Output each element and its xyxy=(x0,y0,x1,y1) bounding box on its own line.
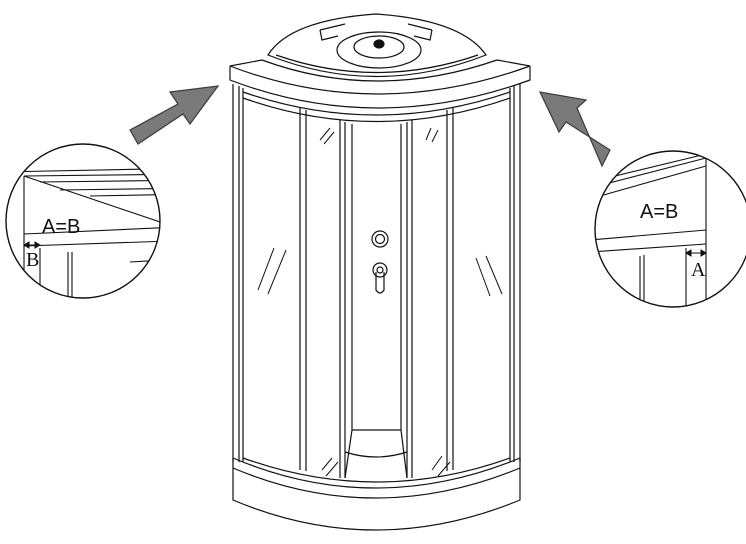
shower-tray xyxy=(232,457,521,531)
shower-controls xyxy=(371,230,389,294)
right-glass-panel xyxy=(446,108,454,471)
left-dimension-arrow xyxy=(23,241,41,249)
left-dimension-label: B xyxy=(26,249,39,271)
roof-vent xyxy=(336,31,422,69)
right-detail-callout xyxy=(594,150,746,308)
right-indicator-arrow xyxy=(538,91,611,168)
right-frame-post xyxy=(509,84,521,462)
shower-cabin xyxy=(229,13,531,531)
right-equation-label: A=B xyxy=(640,201,678,223)
left-equation-label: A=B xyxy=(42,216,80,238)
glass-reflections xyxy=(257,127,503,477)
right-sliding-door xyxy=(406,120,413,478)
left-sliding-door xyxy=(339,120,346,478)
left-detail-callout xyxy=(5,143,161,299)
left-glass-panel xyxy=(299,108,307,471)
bottom-frame-arc xyxy=(242,457,511,483)
right-dimension-arrow xyxy=(685,249,707,257)
back-wall xyxy=(344,124,408,479)
right-dimension-label: A xyxy=(691,259,706,281)
left-indicator-arrow xyxy=(129,85,220,145)
left-frame-post xyxy=(232,84,244,462)
top-frame-arc xyxy=(242,91,511,116)
